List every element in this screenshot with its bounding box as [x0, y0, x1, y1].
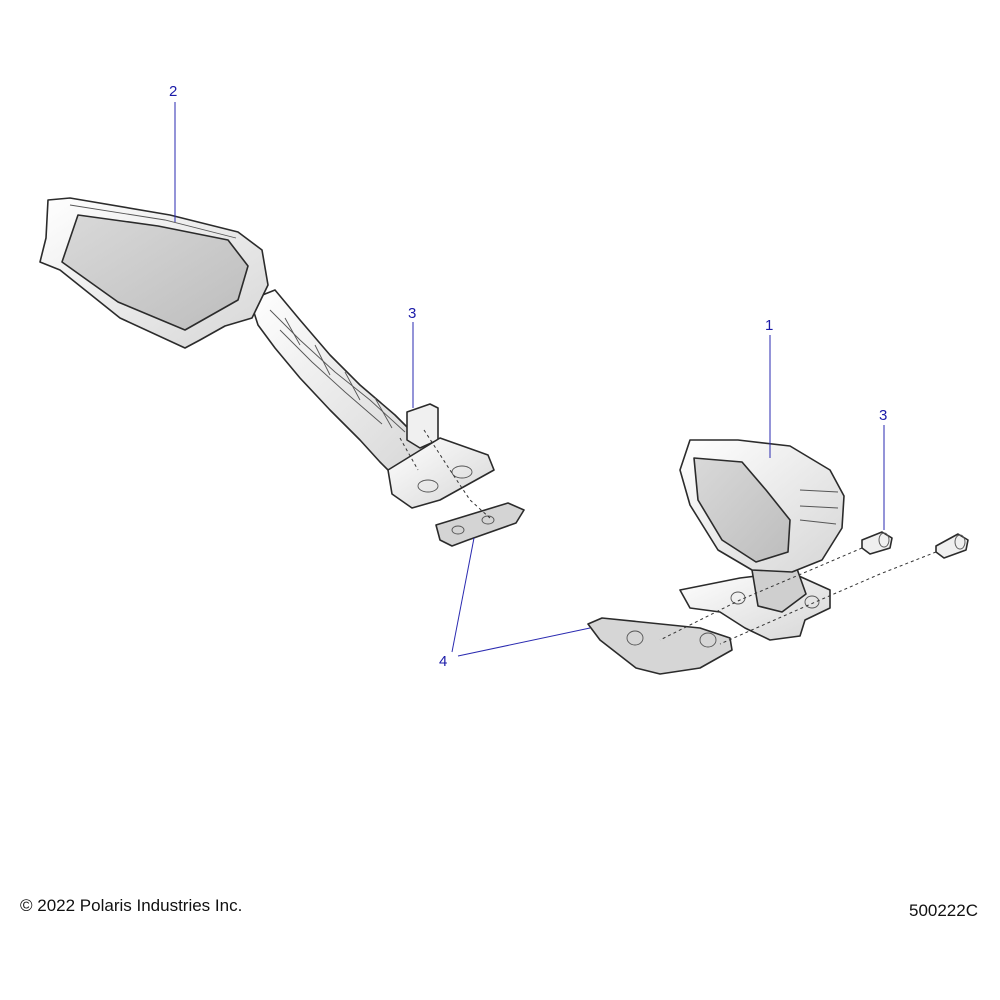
callout-3-right: 3: [879, 407, 887, 424]
screw-pair: [861, 531, 969, 559]
left-mirror-assembly: [39, 197, 495, 509]
left-mounting-plate: [435, 502, 525, 547]
callout-1: 1: [765, 317, 773, 334]
screw: [935, 533, 969, 559]
copyright-notice: © 2022 Polaris Industries Inc.: [20, 896, 243, 915]
left-mirror-base: [387, 437, 495, 509]
figure-id: 500222C: [908, 901, 978, 920]
left-assembly-line: [423, 429, 491, 519]
right-mounting-plate: [587, 617, 733, 675]
leader-line-4-right: [457, 627, 591, 657]
callout-4: 4: [439, 653, 447, 670]
callout-2: 2: [169, 83, 177, 100]
leader-line-4-left: [451, 537, 475, 653]
right-mirror-glass: [693, 457, 791, 563]
callout-3-left: 3: [408, 305, 416, 322]
left-mirror-glass: [61, 214, 249, 331]
right-mirror-assembly: [679, 439, 845, 641]
